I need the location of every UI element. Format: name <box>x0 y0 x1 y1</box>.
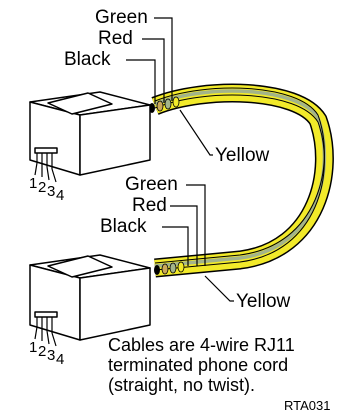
note-line-1: Cables are 4-wire RJ11 <box>108 335 295 355</box>
wire-green-inner <box>154 89 327 268</box>
pin-bottom-3: 3 <box>47 347 55 364</box>
figure-code: RTA031 <box>284 398 331 413</box>
pin-bottom-4: 4 <box>56 351 64 368</box>
label-top-yellow: Yellow <box>215 145 270 166</box>
pin-leaders-top <box>34 162 57 183</box>
label-bottom-red: Red <box>132 195 167 216</box>
pin-top-1: 1 <box>29 175 37 192</box>
wire-ends-top <box>149 96 180 113</box>
label-bottom-green: Green <box>125 174 178 195</box>
wire-ends-bottom <box>154 261 185 275</box>
note-line-2: terminated phone cord <box>108 355 288 375</box>
wire-black-inner <box>154 94 325 271</box>
label-bottom-yellow: Yellow <box>236 291 291 312</box>
label-bottom-black: Black <box>100 216 147 237</box>
phone-cord <box>151 83 334 278</box>
rj11-plug-bottom <box>29 254 151 341</box>
pin-top-3: 3 <box>47 183 55 200</box>
pin-top-4: 4 <box>56 187 64 204</box>
label-top-black: Black <box>64 49 111 70</box>
note-line-3: (straight, no twist). <box>108 375 255 395</box>
leaders-bottom <box>162 184 234 302</box>
rj11-plug-top <box>29 91 151 176</box>
pin-bottom-2: 2 <box>38 343 46 360</box>
label-top-green: Green <box>95 7 148 28</box>
pin-leaders-bottom <box>34 326 57 347</box>
pin-top-2: 2 <box>38 179 46 196</box>
leaders-top <box>126 17 213 156</box>
pin-bottom-1: 1 <box>29 339 37 356</box>
label-top-red: Red <box>98 28 133 49</box>
